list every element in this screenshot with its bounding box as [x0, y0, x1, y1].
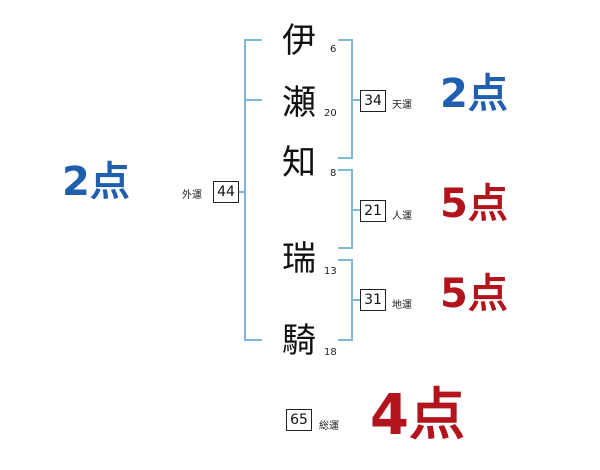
souun-label: 総運 [319, 421, 339, 432]
tenun-score: 2点 [440, 71, 508, 117]
tenun-value-box: 34 [360, 90, 386, 112]
gaiun-value-box: 44 [213, 181, 239, 203]
souun-score: 4点 [370, 383, 465, 448]
stroke-count-5: 18 [324, 347, 337, 358]
souun-value-box: 65 [286, 409, 312, 431]
gaiun-score: 2点 [62, 159, 130, 205]
chiun-label: 地運 [392, 300, 412, 311]
jinun-label: 人運 [392, 211, 412, 222]
jinun-value-box: 21 [360, 200, 386, 222]
name-char-4: 瑞 [282, 239, 316, 279]
tenun-label: 天運 [392, 100, 412, 111]
jinun-score: 5点 [440, 181, 508, 227]
name-char-2: 瀬 [282, 83, 316, 123]
name-char-3: 知 [282, 143, 316, 183]
stroke-count-4: 13 [324, 266, 337, 277]
chiun-score: 5点 [440, 271, 508, 317]
name-char-1: 伊 [282, 21, 316, 61]
stroke-count-2: 20 [324, 108, 337, 119]
gaiun-label: 外運 [182, 190, 202, 201]
stroke-count-1: 6 [330, 44, 337, 55]
stroke-count-3: 8 [330, 168, 337, 179]
name-char-5: 騎 [282, 321, 316, 361]
chiun-value-box: 31 [360, 289, 386, 311]
